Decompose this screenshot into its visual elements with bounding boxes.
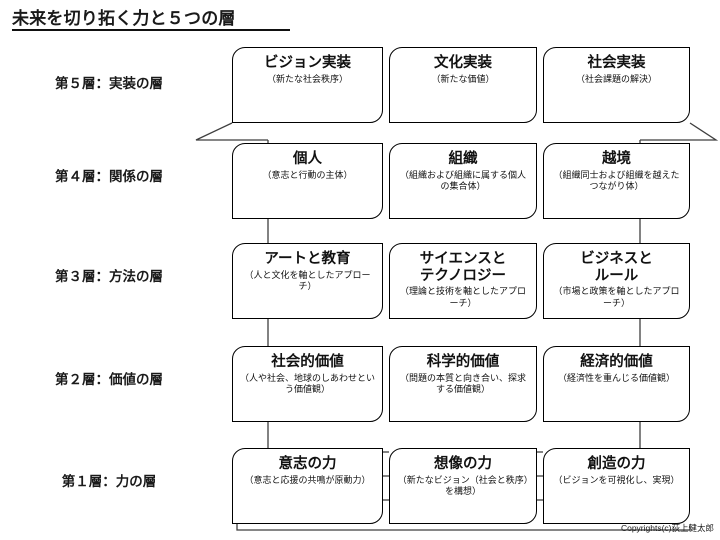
node-layer1-col1[interactable]: 意志の力 （意志と応援の共鳴が原動力）: [232, 448, 383, 524]
node-layer1-col2[interactable]: 想像の力 （新たなビジョン（社会と秩序）を構想）: [389, 448, 537, 524]
node-title: ビジョン実装: [264, 55, 351, 71]
node-subtitle: （人や社会、地球のしあわせという価値観）: [240, 372, 376, 395]
node-title: 社会実装: [587, 55, 646, 71]
node-subtitle: （新たなビジョン（社会と秩序）を構想）: [397, 474, 529, 497]
node-subtitle: （新たな社会秩序）: [266, 73, 348, 84]
node-layer5-col1[interactable]: ビジョン実装 （新たな社会秩序）: [232, 47, 383, 123]
bracket-left-l5-l4: [195, 122, 268, 141]
node-layer2-col2[interactable]: 科学的価値 （問題の本質と向き合い、探求する価値観）: [389, 346, 537, 422]
node-subtitle: （新たな価値）: [431, 73, 495, 84]
node-subtitle: （市場と政策を軸としたアプローチ）: [553, 286, 680, 308]
row-label-layer2: 第２層：価値の層: [55, 372, 163, 387]
node-layer3-col2[interactable]: サイエンスと テクノロジー （理論と技術を軸としたアプローチ）: [389, 243, 537, 319]
node-title: 個人: [293, 151, 322, 167]
node-layer3-col1[interactable]: アートと教育 （人と文化を軸としたアプローチ）: [232, 243, 383, 319]
node-title: アートと教育: [264, 251, 351, 267]
node-title: サイエンスと テクノロジー: [419, 251, 507, 284]
node-title: 創造の力: [587, 456, 646, 472]
row-label-layer5: 第５層：実装の層: [55, 76, 163, 91]
node-title: 科学的価値: [426, 354, 500, 370]
row-label-layer3: 第３層：方法の層: [55, 269, 163, 284]
node-layer1-col3[interactable]: 創造の力 （ビジョンを可視化し、実現）: [543, 448, 690, 524]
title-underline: [12, 29, 290, 31]
page-title: 未来を切り拓く力と５つの層: [12, 9, 236, 28]
node-title: 経済的価値: [580, 354, 653, 370]
node-layer5-col3[interactable]: 社会実装 （社会課題の解決）: [543, 47, 690, 123]
node-title: 越境: [602, 151, 631, 167]
node-layer5-col2[interactable]: 文化実装 （新たな価値）: [389, 47, 537, 123]
node-layer3-col3[interactable]: ビジネスと ルール （市場と政策を軸としたアプローチ）: [543, 243, 690, 319]
node-subtitle: （理論と技術を軸としたアプローチ）: [399, 286, 526, 308]
node-layer2-col3[interactable]: 経済的価値 （経済性を重んじる価値観）: [543, 346, 690, 422]
node-layer4-col1[interactable]: 個人 （意志と行動の主体）: [232, 143, 383, 219]
node-subtitle: （意志と行動の主体）: [262, 169, 353, 180]
row-label-layer1: 第１層：力の層: [61, 474, 157, 489]
node-subtitle: （人と文化を軸としたアプローチ）: [244, 269, 371, 292]
node-subtitle: （組織同士および組織を越えたつながり体）: [553, 169, 680, 192]
bracket-right-l5-l4: [640, 122, 719, 141]
node-subtitle: （経済性を重んじる価値観）: [557, 372, 675, 383]
node-layer4-col3[interactable]: 越境 （組織同士および組織を越えたつながり体）: [543, 143, 690, 219]
node-subtitle: （問題の本質と向き合い、探求する価値観）: [399, 372, 526, 395]
row-label-layer4: 第４層：関係の層: [55, 169, 163, 184]
node-title: 意志の力: [278, 456, 337, 472]
node-subtitle: （組織および組織に属する個人の集合体）: [399, 169, 526, 192]
node-layer4-col2[interactable]: 組織 （組織および組織に属する個人の集合体）: [389, 143, 537, 219]
node-title: ビジネスと ルール: [580, 251, 653, 284]
node-subtitle: （意志と応援の共鳴が原動力）: [244, 474, 371, 485]
node-title: 社会的価値: [271, 354, 344, 370]
copyright-notice: Copyrights(c)荻上健太郎: [620, 523, 714, 533]
node-title: 組織: [448, 151, 478, 167]
node-title: 文化実装: [434, 55, 492, 71]
node-layer2-col1[interactable]: 社会的価値 （人や社会、地球のしあわせという価値観）: [232, 346, 383, 422]
node-subtitle: （ビジョンを可視化し、実現）: [553, 474, 680, 485]
node-title: 想像の力: [434, 456, 492, 472]
node-subtitle: （社会課題の解決）: [575, 73, 657, 84]
